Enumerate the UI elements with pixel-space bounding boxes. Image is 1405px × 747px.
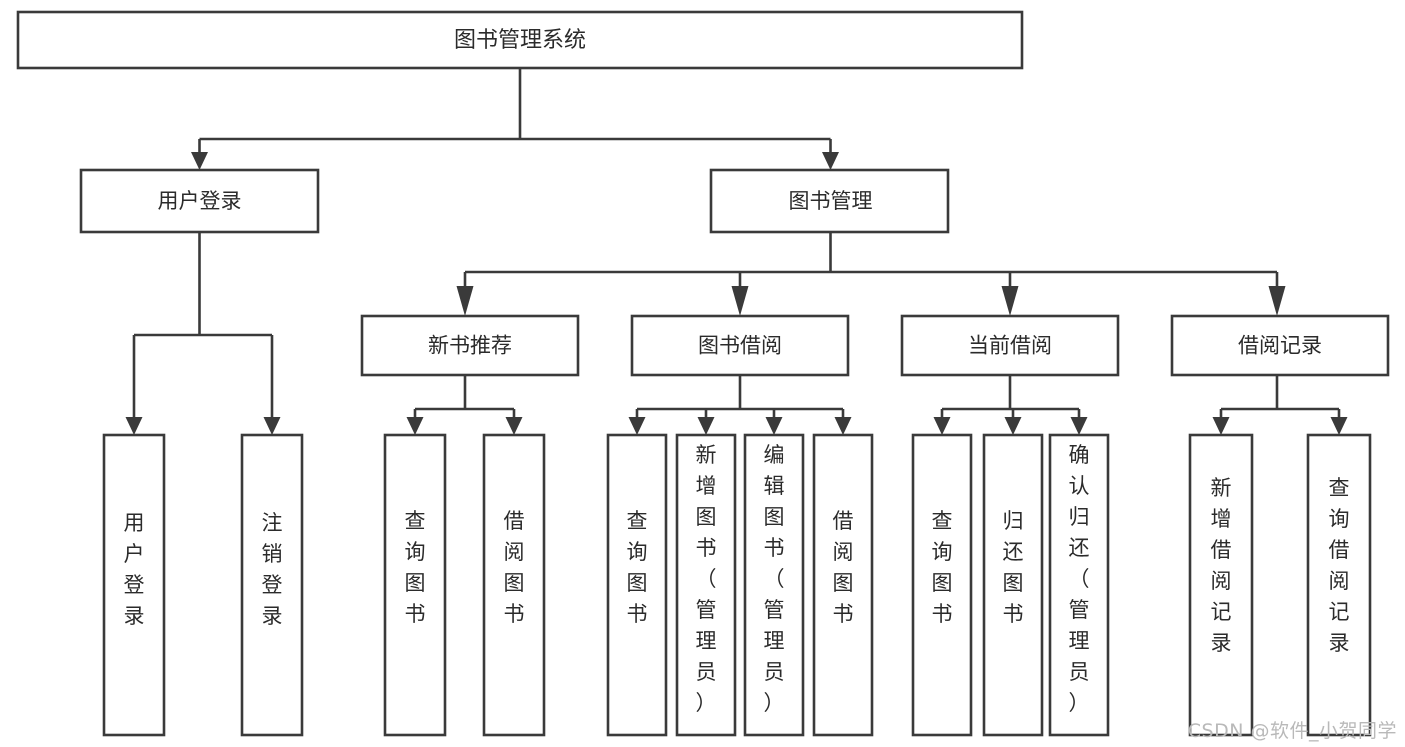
leaf-add-book-admin-box[interactable]: [675, 433, 737, 737]
leaf-query-book-current[interactable]: 查询图书: [911, 433, 973, 737]
leaf-borrow-book-box[interactable]: [812, 433, 874, 737]
leaf-query-borrow-record[interactable]: 查询借阅记录: [1306, 433, 1372, 737]
leaf-logout-label: 注销登录: [262, 511, 283, 628]
node-book-manage-box[interactable]: [709, 168, 950, 234]
arrow-bm-to-current-borrow: [1001, 286, 1019, 316]
leaf-borrow-book-rec-label: 借阅图书: [504, 509, 525, 626]
leaf-borrow-book-rec-box[interactable]: [482, 433, 546, 737]
leaf-return-book-label: 归还图书: [1003, 509, 1024, 626]
leaf-query-book-current-box[interactable]: [911, 433, 973, 737]
arrow-nbr-leaf-1: [406, 417, 424, 435]
leaf-borrow-book-rec[interactable]: 借阅图书: [482, 433, 546, 737]
arrow-user-login-leaf-2: [263, 417, 281, 435]
connector-layer: [125, 68, 1348, 435]
leaf-query-book-current-label: 查询图书: [932, 509, 953, 626]
leaf-borrow-book[interactable]: 借阅图书: [812, 433, 874, 737]
node-root[interactable]: 图书管理系统: [16, 10, 1024, 70]
arrow-bm-to-new-book-rec: [456, 286, 474, 316]
leaf-user-login-label: 用户登录: [124, 511, 145, 628]
leaf-query-book-rec-label: 查询图书: [405, 509, 426, 626]
node-root-label: 图书管理系统: [454, 28, 586, 53]
node-root-box[interactable]: [16, 10, 1024, 70]
arrow-root-to-user-login: [191, 152, 208, 170]
node-user-login-box[interactable]: [79, 168, 320, 234]
leaf-query-book-rec-box[interactable]: [383, 433, 447, 737]
node-new-book-rec[interactable]: 新书推荐: [360, 314, 580, 377]
arrow-bb-leaf-2: [697, 417, 715, 435]
leaf-add-borrow-record-box[interactable]: [1188, 433, 1254, 737]
arrow-bb-leaf-1: [628, 417, 646, 435]
node-new-book-rec-box[interactable]: [360, 314, 580, 377]
node-borrow-record[interactable]: 借阅记录: [1170, 314, 1390, 377]
leaf-query-borrow-record-label: 查询借阅记录: [1329, 476, 1350, 655]
node-borrow-record-label: 借阅记录: [1238, 334, 1322, 358]
leaf-query-book-borrow-box[interactable]: [606, 433, 668, 737]
leaf-query-book-borrow[interactable]: 查询图书: [606, 433, 668, 737]
arrow-bb-leaf-3: [765, 417, 783, 435]
arrow-br-leaf-2: [1330, 417, 1348, 435]
arrow-bm-to-borrow-record: [1268, 286, 1286, 316]
node-current-borrow-label: 当前借阅: [968, 334, 1052, 358]
leaf-edit-book-admin-label: 编辑图书（管理员）: [764, 443, 785, 715]
node-book-borrow[interactable]: 图书借阅: [630, 314, 850, 377]
node-book-borrow-label: 图书借阅: [698, 334, 782, 358]
node-new-book-rec-label: 新书推荐: [428, 334, 512, 358]
arrow-cb-leaf-3: [1070, 417, 1088, 435]
leaf-confirm-return-admin-label: 确认归还（管理员）: [1069, 443, 1090, 715]
leaf-add-book-admin-label: 新增图书（管理员）: [696, 443, 717, 715]
leaf-add-book-admin[interactable]: 新增图书（管理员）: [675, 433, 737, 737]
arrow-cb-leaf-2: [1004, 417, 1022, 435]
node-book-borrow-box[interactable]: [630, 314, 850, 377]
leaf-edit-book-admin-box[interactable]: [743, 433, 805, 737]
leaf-add-borrow-record-label: 新增借阅记录: [1211, 476, 1232, 655]
node-user-login-label: 用户登录: [158, 189, 242, 213]
arrow-cb-leaf-1: [933, 417, 951, 435]
node-book-manage[interactable]: 图书管理: [709, 168, 950, 234]
arrow-br-leaf-1: [1212, 417, 1230, 435]
node-current-borrow[interactable]: 当前借阅: [900, 314, 1120, 377]
leaf-add-borrow-record[interactable]: 新增借阅记录: [1188, 433, 1254, 737]
leaf-edit-book-admin[interactable]: 编辑图书（管理员）: [743, 433, 805, 737]
leaf-logout-box[interactable]: [240, 433, 304, 737]
node-book-manage-label: 图书管理: [789, 189, 873, 213]
leaf-return-book-box[interactable]: [982, 433, 1044, 737]
leaf-logout[interactable]: 注销登录: [240, 433, 304, 737]
leaf-user-login[interactable]: 用户登录: [102, 433, 166, 737]
csdn-watermark: CSDN @软件_小贺同学: [1187, 720, 1397, 742]
arrow-bm-to-book-borrow: [731, 286, 749, 316]
leaf-return-book[interactable]: 归还图书: [982, 433, 1044, 737]
arrow-user-login-leaf-1: [125, 417, 143, 435]
leaf-user-login-box[interactable]: [102, 433, 166, 737]
node-current-borrow-box[interactable]: [900, 314, 1120, 377]
leaf-borrow-book-label: 借阅图书: [833, 509, 854, 626]
node-user-login[interactable]: 用户登录: [79, 168, 320, 234]
arrow-root-to-book-manage: [822, 152, 839, 170]
node-borrow-record-box[interactable]: [1170, 314, 1390, 377]
leaf-query-book-rec[interactable]: 查询图书: [383, 433, 447, 737]
arrow-nbr-leaf-2: [505, 417, 523, 435]
leaf-confirm-return-admin-box[interactable]: [1048, 433, 1110, 737]
leaf-confirm-return-admin[interactable]: 确认归还（管理员）: [1048, 433, 1110, 737]
leaf-query-book-borrow-label: 查询图书: [627, 509, 648, 626]
arrow-bb-leaf-4: [834, 417, 852, 435]
leaf-query-borrow-record-box[interactable]: [1306, 433, 1372, 737]
